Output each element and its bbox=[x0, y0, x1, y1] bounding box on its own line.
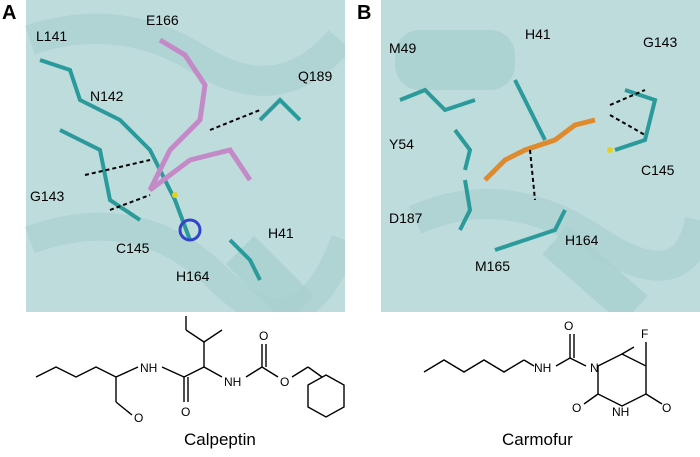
calpeptin-structure: NH NH O O O O Calpeptin bbox=[0, 312, 350, 457]
residue-label: E166 bbox=[146, 12, 179, 28]
carmofur-skeletal-formula: O F NH N O NH O bbox=[423, 319, 671, 419]
panel-a-letter: A bbox=[2, 2, 17, 24]
panel-a-molecule-render bbox=[25, 13, 345, 312]
residue-label: H164 bbox=[565, 232, 599, 248]
calpeptin-skeletal-formula: NH NH O O O O bbox=[35, 316, 345, 425]
atom-label: N bbox=[590, 361, 599, 375]
atom-label: F bbox=[641, 327, 648, 341]
residue-label: Y54 bbox=[389, 136, 414, 152]
atom-label: NH bbox=[612, 405, 629, 419]
carmofur-caption: Carmofur bbox=[502, 430, 573, 449]
residue-label: Q189 bbox=[298, 68, 333, 84]
atom-label: O bbox=[181, 405, 190, 419]
atom-label: NH bbox=[534, 361, 551, 375]
atom-label: O bbox=[572, 401, 581, 415]
panel-b-structure: B M49 H41 G143 Y54 C145 D187 H164 M165 bbox=[355, 0, 700, 312]
residue-label: H41 bbox=[525, 26, 551, 42]
atom-label: O bbox=[259, 329, 268, 343]
residue-label: D187 bbox=[389, 210, 423, 226]
residue-label: G143 bbox=[30, 188, 65, 204]
carmofur-structure: O F NH N O NH O Carmofur bbox=[350, 312, 700, 457]
residue-label: L141 bbox=[36, 28, 68, 44]
atom-label: O bbox=[564, 319, 573, 333]
atom-label: NH bbox=[224, 375, 241, 389]
panel-a-structure: A L141 E166 Q189 N142 G143 C145 H41 H164 bbox=[0, 0, 345, 312]
residue-label: C145 bbox=[116, 240, 150, 256]
residue-label: M49 bbox=[389, 40, 417, 56]
residue-label: C145 bbox=[641, 162, 675, 178]
atom-label: O bbox=[280, 375, 289, 389]
atom-label: NH bbox=[140, 361, 157, 375]
residue-label: M165 bbox=[475, 258, 511, 274]
panel-b-letter: B bbox=[357, 2, 372, 24]
residue-label: H164 bbox=[176, 268, 210, 284]
calpeptin-caption: Calpeptin bbox=[184, 430, 256, 449]
residue-label: N142 bbox=[90, 88, 124, 104]
atom-label: O bbox=[134, 411, 143, 425]
atom-label: O bbox=[662, 401, 671, 415]
residue-label: G143 bbox=[643, 34, 678, 50]
panel-b-molecule-render bbox=[395, 30, 700, 312]
residue-label: H41 bbox=[268, 225, 294, 241]
